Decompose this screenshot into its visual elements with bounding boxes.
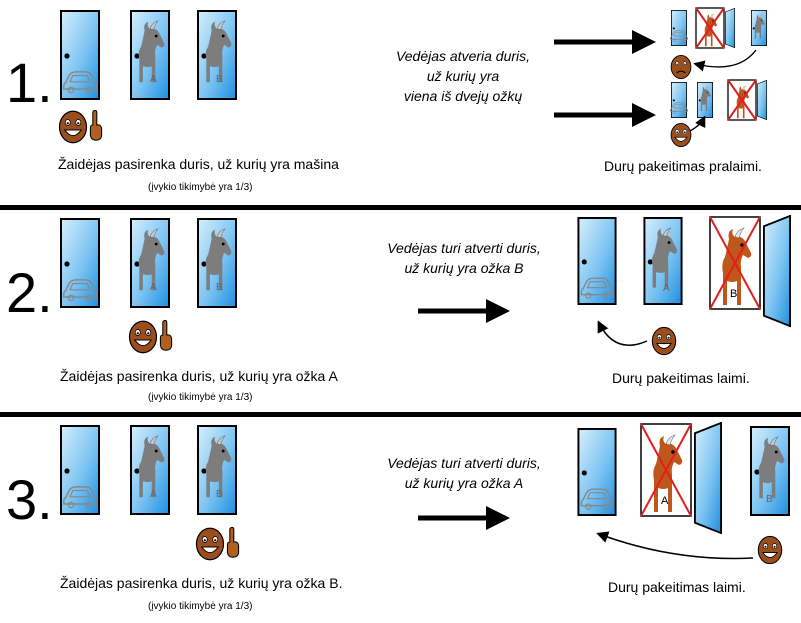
outcome: A B [577,215,792,356]
arrow-right [418,299,510,323]
door-3: B [197,10,237,100]
host-text: Vedėjas turi atverti duris, už kurių yra… [378,453,550,493]
arrows [554,30,656,127]
svg-text:B: B [216,282,223,293]
step-number: 2. [6,261,53,324]
door-2: A [130,425,170,515]
host-text: Vedėjas atveria duris, už kurių yra vien… [388,46,538,106]
host-text: Vedėjas turi atverti duris, už kurių yra… [378,238,550,278]
host-line: už kurių yra [426,68,500,84]
svg-text:B: B [730,288,737,300]
panel-3: 3. A B Žaidėjas pasirenka duris, už kuri… [0,417,801,623]
svg-text:B: B [216,74,223,85]
svg-text:A: A [150,282,157,293]
choice-caption: Žaidėjas pasirenka duris, už kurių yra o… [60,368,338,384]
svg-text:A: A [661,495,669,507]
arrow-right [418,506,510,530]
step-number: 1. [6,51,53,114]
host-line: Vedėjas turi atverti duris, [387,455,541,471]
svg-text:B: B [216,489,223,500]
player-face [128,319,173,354]
choice-caption: Žaidėjas pasirenka duris, už kurių yra o… [60,575,343,591]
svg-text:A: A [150,489,157,500]
probability-note: (įvykio tikimybė yra 1/3) [148,182,253,193]
door-3: B [197,425,237,515]
svg-text:A: A [150,74,157,85]
doors-row: A B [60,425,237,515]
panel-2: 2. A B Žaidėjas pasirenka duris, už kuri… [0,210,801,412]
svg-text:A: A [663,283,670,294]
probability-note: (įvykio tikimybė yra 1/3) [148,392,253,403]
door-2: A [130,218,170,308]
host-line: viena iš dvejų ožkų [403,88,523,104]
door-1 [60,425,100,515]
player-face [58,109,103,144]
outcome-top [670,7,768,80]
probability-note: (įvykio tikimybė yra 1/3) [148,601,253,612]
door-1 [60,10,100,100]
host-line: už kurių yra ožka A [404,475,524,491]
panel-1: 1. A B Žaidėjas pasirenka duris, už kuri… [0,0,801,205]
host-line: Vedėjas turi atverti duris, [387,240,541,256]
separator [0,205,801,210]
doors-row: A B [60,218,237,308]
door-2: A [130,10,170,100]
result-text: Durų pakeitimas laimi. [608,579,746,595]
outcome: A B [577,422,791,565]
svg-text:B: B [766,494,773,505]
choice-caption: Žaidėjas pasirenka duris, už kurių yra m… [58,156,339,172]
player-face [195,526,240,561]
doors-row: A B [60,10,237,100]
step-number: 3. [6,468,53,531]
host-line: už kurių yra ožka B [404,260,524,276]
result-text: Durų pakeitimas laimi. [612,370,750,386]
result-text: Durų pakeitimas pralaimi. [604,158,762,174]
outcome-bottom [670,79,768,148]
door-1 [60,218,100,308]
host-line: Vedėjas atveria duris, [395,48,531,64]
separator [0,412,801,417]
door-3: B [197,218,237,308]
